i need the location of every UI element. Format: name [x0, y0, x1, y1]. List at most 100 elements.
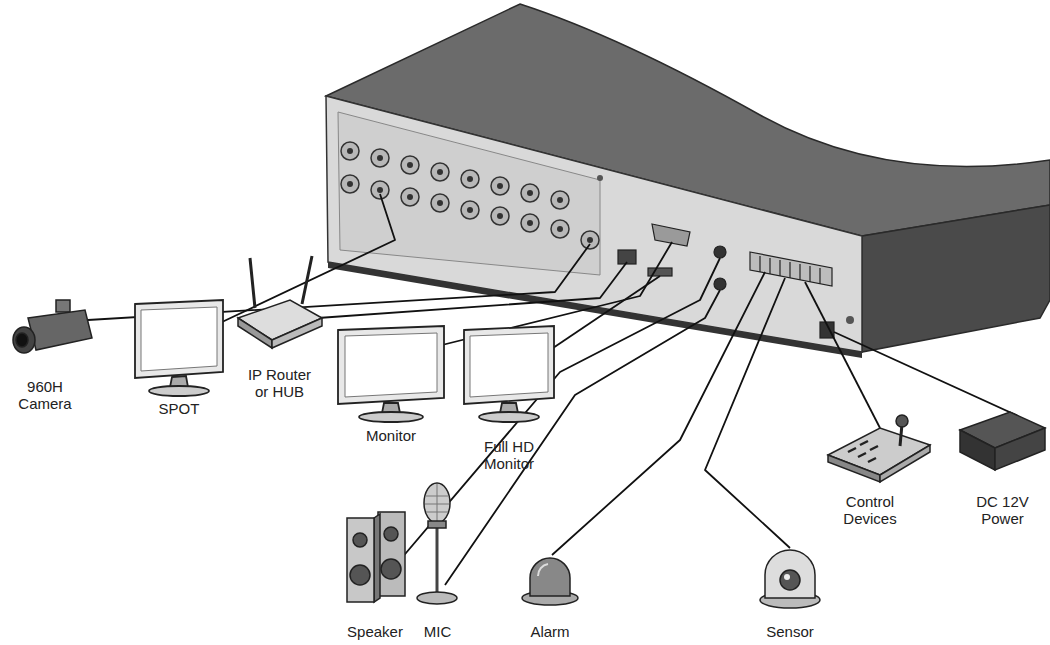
bnc-pin — [527, 220, 533, 226]
microphone-icon — [428, 521, 446, 528]
device-label: Monitor — [356, 427, 426, 444]
dvr-unit — [326, 4, 1050, 358]
mic-node: MIC — [410, 485, 465, 640]
bnc-pin — [437, 169, 443, 175]
dvr-panel-inset — [338, 112, 600, 275]
monitor-icon — [135, 300, 554, 422]
terminal-slots — [760, 256, 820, 284]
device-label: Speaker — [340, 623, 410, 640]
monitor-icon — [470, 333, 548, 397]
microphone-icon — [425, 484, 449, 522]
monitor-icon — [149, 386, 209, 396]
bnc-connector — [371, 149, 389, 167]
bnc-pin — [347, 148, 593, 243]
rear-ports — [618, 224, 834, 338]
bnc-pin — [377, 155, 383, 161]
microphone-icon — [417, 592, 457, 604]
speaker-node: Speaker — [340, 505, 410, 640]
bnc-pin — [347, 148, 353, 154]
audio-jack — [714, 278, 726, 290]
camera-icon — [13, 300, 92, 353]
bnc-connector — [401, 156, 419, 174]
sensor-icon — [784, 574, 790, 580]
bnc-pin — [437, 200, 443, 206]
bnc-connector — [521, 214, 539, 232]
device-label: Full HD Monitor — [472, 438, 547, 473]
bnc-pin — [557, 226, 563, 232]
bnc-connector — [491, 207, 509, 225]
router-icon — [238, 318, 272, 348]
bnc-pin — [407, 194, 413, 200]
monitor-icon — [135, 300, 223, 378]
speaker-icon — [378, 512, 405, 596]
speaker-icon — [350, 565, 370, 585]
alarm-icon — [538, 564, 548, 576]
connection-wire — [552, 272, 765, 555]
bnc-pin — [467, 176, 473, 182]
dvr-side-face — [862, 205, 1050, 352]
speaker-icon — [381, 559, 401, 579]
bnc-connector — [341, 142, 359, 160]
connection-wire — [318, 262, 627, 318]
camera-icon — [16, 333, 28, 347]
microphone-icon — [424, 483, 450, 523]
monitor-icon — [345, 333, 437, 397]
device-label: IP Router or HUB — [242, 366, 317, 401]
terminal-block — [750, 252, 832, 286]
router-icon — [250, 256, 312, 308]
bnc-pin — [347, 181, 353, 187]
speaker-icon — [353, 533, 367, 547]
connection-wire — [705, 278, 790, 548]
audio-jack — [714, 246, 726, 258]
bnc-connector — [341, 175, 359, 193]
connection-wire — [400, 258, 720, 560]
bnc-connector — [431, 194, 449, 212]
sensor-node: Sensor — [755, 535, 825, 640]
microphone-icon — [436, 528, 439, 594]
controller-icon — [896, 415, 908, 427]
power-adapter-icon — [960, 430, 995, 470]
monitor-icon — [338, 326, 444, 404]
monitor-node: Monitor — [328, 322, 454, 444]
sensor-icon — [780, 570, 800, 590]
sensor-icon — [765, 550, 815, 598]
control-device-node: Control Devices — [815, 415, 925, 527]
device-label: MIC — [410, 623, 465, 640]
bnc-connector — [521, 184, 539, 202]
bnc-pin — [467, 207, 473, 213]
bnc-connector — [491, 177, 509, 195]
connection-wire — [88, 194, 1018, 585]
router-node: IP Router or HUB — [232, 250, 327, 400]
bnc-connector — [581, 231, 599, 249]
speaker-icon — [347, 512, 405, 602]
dvr-screw — [846, 316, 854, 324]
router-icon — [272, 318, 322, 348]
microphone-icon — [417, 483, 457, 604]
connection-wire — [805, 282, 880, 428]
controller-icon — [828, 415, 930, 482]
device-label: DC 12V Power — [973, 493, 1033, 528]
bnc-connector — [431, 163, 449, 181]
spot-monitor-node: SPOT — [125, 295, 233, 417]
bnc-connector — [551, 220, 569, 238]
hd-monitor-node: Full HD Monitor — [455, 322, 563, 472]
alarm-icon — [522, 558, 578, 605]
monitor-icon — [359, 412, 423, 422]
alarm-icon — [530, 558, 570, 596]
bnc-pin — [377, 187, 383, 193]
alarm-node: Alarm — [515, 550, 585, 640]
bnc-pin — [527, 190, 533, 196]
connection-wire — [553, 276, 660, 348]
camera-node: 960H Camera — [5, 300, 85, 412]
device-label: SPOT — [149, 400, 209, 417]
controller-icon — [848, 441, 878, 462]
bnc-pin — [407, 162, 413, 168]
bnc-pin — [557, 197, 563, 203]
monitor-icon — [141, 307, 217, 371]
router-icon — [238, 256, 322, 348]
bnc-pin — [587, 237, 593, 243]
bnc-pin — [497, 213, 503, 219]
camera-icon — [56, 300, 70, 312]
connection-wire — [834, 332, 1018, 416]
